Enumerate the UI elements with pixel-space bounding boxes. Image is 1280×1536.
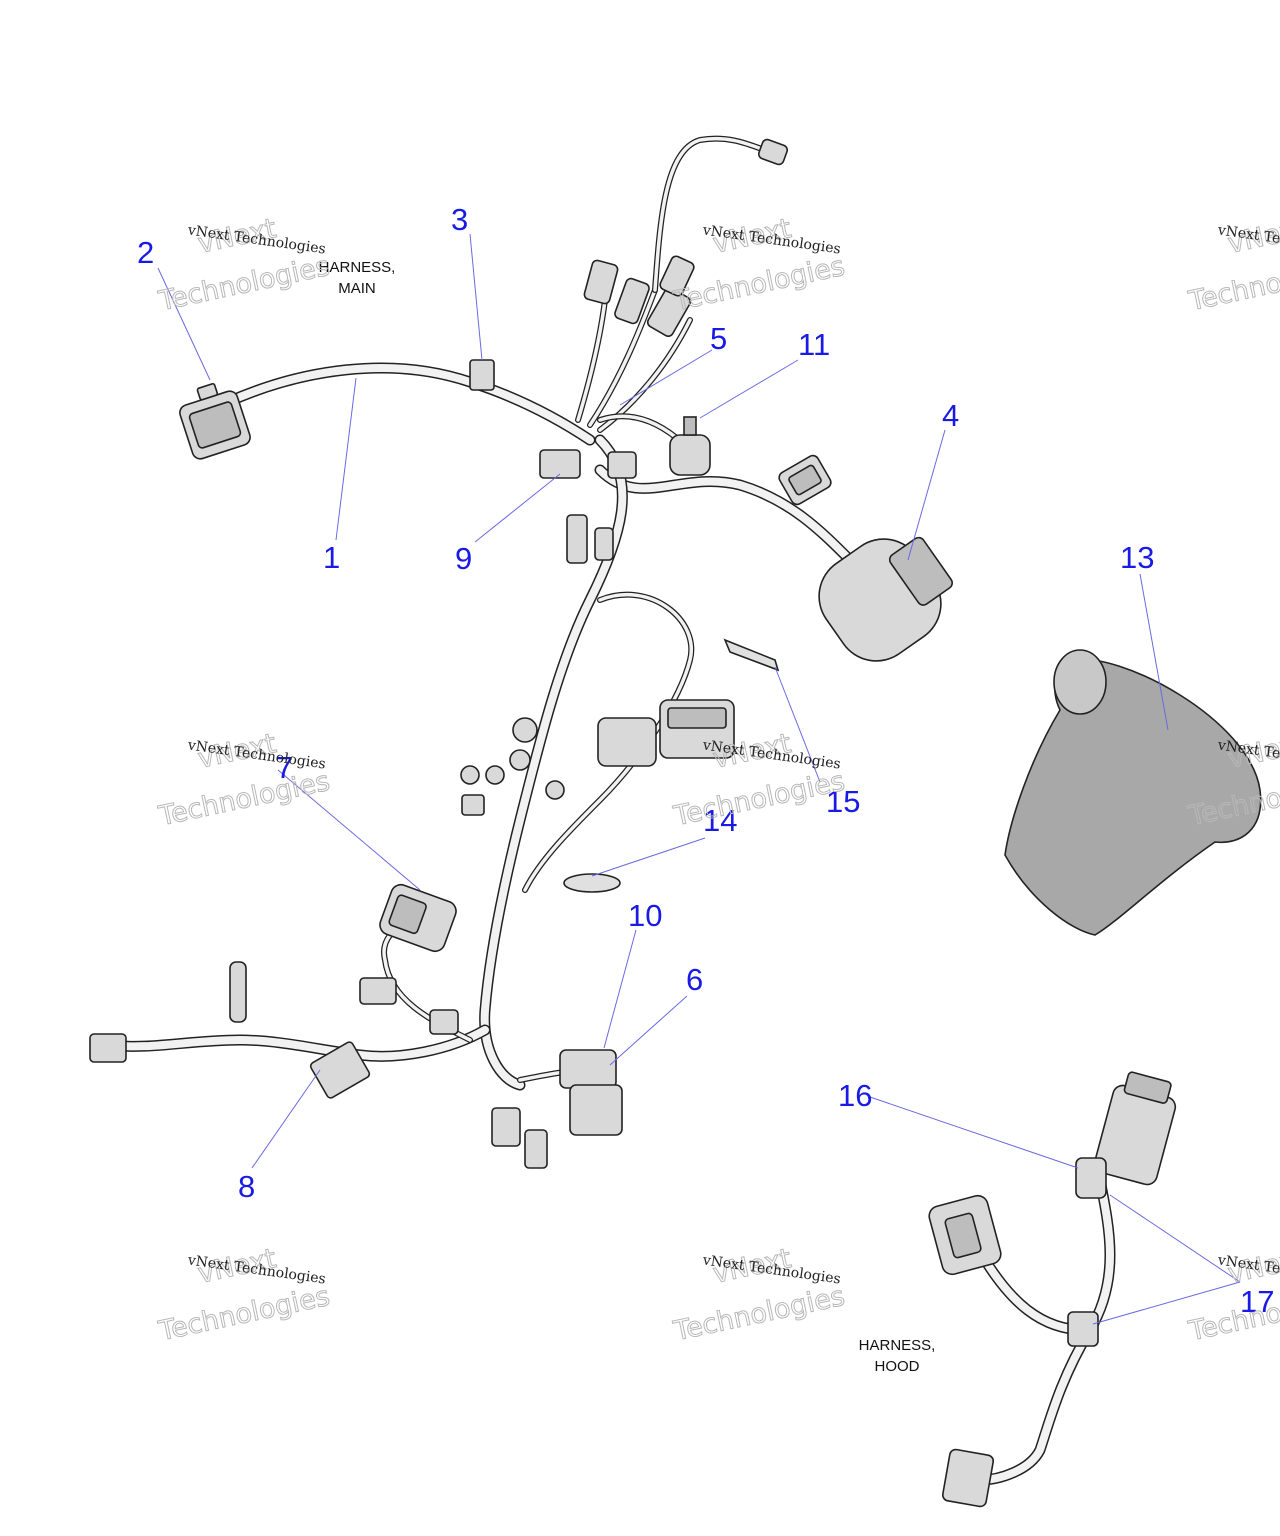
callout-4: 4 [942, 398, 959, 433]
watermark: vNext vNext Technologies Technologies [155, 728, 333, 833]
watermark-technologies: Technologies [155, 251, 332, 318]
callout-numbers: 1 2 3 4 5 6 7 8 9 10 11 13 14 15 16 17 [137, 202, 1274, 1319]
watermark-technologies: Technologies [670, 251, 847, 318]
callout-6: 6 [686, 962, 703, 997]
callout-13: 13 [1120, 540, 1154, 575]
watermark: vNext vNext Technologies Technologies [1185, 213, 1280, 318]
part-13-boot [1004, 649, 1262, 936]
watermark: vNext vNext Technologies Technologies [670, 213, 848, 318]
callout-7: 7 [276, 750, 293, 785]
callout-2: 2 [137, 235, 154, 270]
callout-5: 5 [710, 321, 727, 356]
harness-labels: HARNESS, MAIN HARNESS, HOOD [319, 259, 936, 1375]
callout-11: 11 [798, 327, 830, 362]
callout-8: 8 [238, 1169, 255, 1204]
watermark: vNext vNext Technologies Technologies [670, 1243, 848, 1348]
watermark-technologies: Technologies [670, 766, 847, 833]
watermark-technologies: Technologies [670, 1281, 847, 1348]
callout-17: 17 [1240, 1284, 1274, 1319]
leader-lines [157, 233, 1241, 1325]
harness-hood-label-line1: HARNESS, [859, 1337, 936, 1354]
harness-main-label-line1: HARNESS, [319, 259, 396, 276]
callout-9: 9 [455, 541, 472, 576]
watermark: vNext vNext Technologies Technologies [155, 213, 333, 318]
watermark-technologies: Technologies [155, 1281, 332, 1348]
watermark-technologies: Technologies [155, 766, 332, 833]
callout-16: 16 [838, 1078, 872, 1113]
callout-10: 10 [628, 898, 662, 933]
watermark-technologies: Technologies [1185, 251, 1280, 318]
callout-15: 15 [826, 784, 860, 819]
main-harness-drawing [89, 135, 953, 1169]
callout-14: 14 [703, 803, 737, 838]
harness-main-label-line2: MAIN [338, 280, 376, 297]
harness-hood-label-line2: HOOD [875, 1358, 920, 1375]
callout-3: 3 [451, 202, 468, 237]
watermark: vNext vNext Technologies Technologies [155, 1243, 333, 1348]
callout-1: 1 [323, 540, 340, 575]
hood-harness-drawing [928, 1071, 1177, 1508]
